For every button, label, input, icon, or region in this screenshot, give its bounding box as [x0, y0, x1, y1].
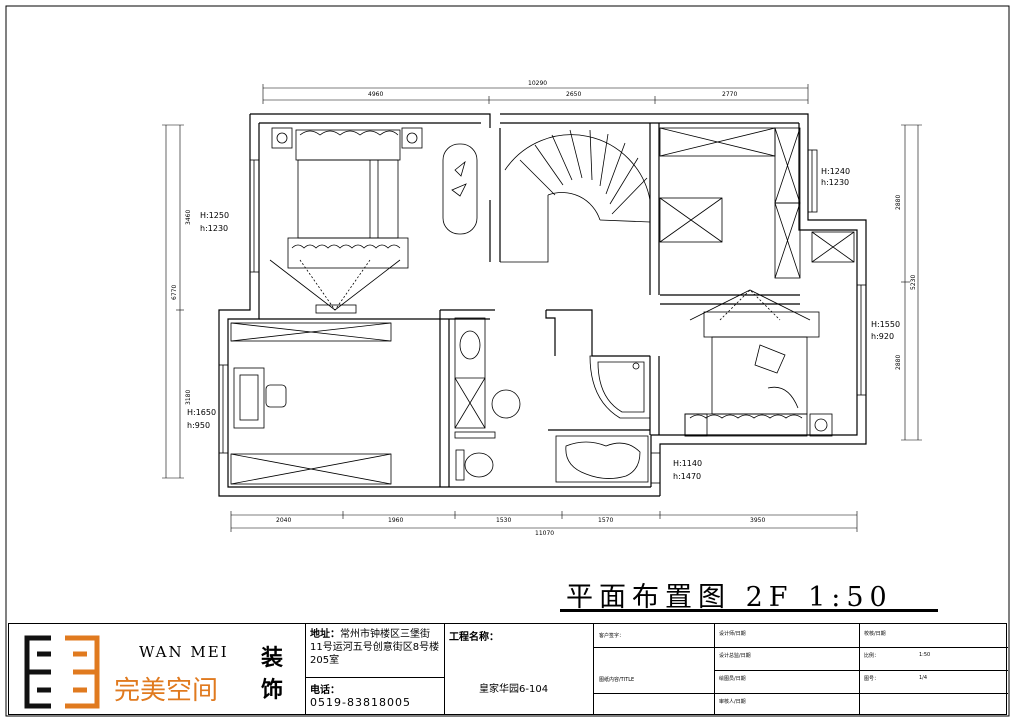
brand-name-cn: 完美空间 [114, 676, 219, 706]
dim-top-seg-2: 2650 [566, 91, 581, 98]
dim-bottom-seg-4: 1570 [598, 517, 613, 524]
staircase [500, 129, 651, 263]
master-bedroom [269, 127, 478, 314]
dim-left-seg-2: 3180 [185, 390, 192, 405]
dim-top-seg-1: 4960 [368, 91, 383, 98]
title-block: WAN MEI 完美空间 装 饰 地址：常州市钟楼区三堡街 11号运河五号创意街… [8, 623, 1008, 715]
wardrobe-room [659, 127, 855, 279]
sheet-label: 图号： [864, 676, 880, 682]
project-name: 皇家华园6-104 [479, 684, 549, 695]
address-line-3: 205室 [310, 655, 340, 666]
window-label-rm-2: h:920 [871, 332, 894, 341]
window-label-tr-2: h:1230 [821, 178, 849, 187]
auditor-date: 审核人/日期 [719, 699, 746, 705]
dim-right-seg-3: 5230 [910, 275, 917, 290]
window-label-ll-1: H:1650 [187, 408, 216, 417]
dim-bottom-seg-5: 3950 [750, 517, 765, 524]
window-label-lu-1: H:1250 [200, 211, 229, 220]
drawing-frame [5, 5, 1010, 717]
address-text: 常州市钟楼区三堡街 [340, 629, 430, 640]
window-label-lu-2: h:1230 [200, 224, 228, 233]
phone-number: 0519-83818005 [310, 696, 411, 709]
windows [218, 149, 867, 484]
project-label: 工程名称： [449, 632, 499, 643]
address-line-2: 11号运河五号创意街区8号楼 [310, 642, 440, 653]
sheet-value: 1/4 [919, 675, 928, 681]
drawing-title: 平面布置图 2F 1:50 [566, 582, 893, 613]
dimension-lines [162, 84, 922, 532]
second-bedroom [684, 289, 833, 437]
window-label-ll-2: h:950 [187, 421, 210, 430]
dim-right-seg-2: 2880 [895, 355, 902, 370]
study-room [230, 322, 392, 485]
client-sign-label: 客户签字： [599, 633, 625, 639]
brand-logo-icon [24, 635, 100, 709]
dim-top-total: 10290 [528, 80, 547, 87]
drafter-date: 绘图员/日期 [719, 676, 746, 682]
dim-bottom-total: 11070 [535, 530, 554, 537]
dim-left-seg-1: 3460 [185, 210, 192, 225]
dim-bottom-seg-2: 1960 [388, 517, 403, 524]
brand-zh-1: 装 [261, 646, 284, 671]
designer-date: 设计师/日期 [719, 631, 746, 637]
brand-name-en: WAN MEI [139, 643, 229, 661]
scale-label: 比例： [864, 653, 880, 659]
brand-zh-2: 饰 [261, 678, 284, 703]
window-label-b-1: H:1140 [673, 459, 702, 468]
dim-top-seg-3: 2770 [722, 91, 737, 98]
bathroom [454, 317, 651, 483]
address-label: 地址： [310, 629, 340, 640]
supervisor-date: 设计总监/日期 [719, 653, 751, 659]
check-date: 校核/日期 [864, 631, 886, 637]
window-label-tr-1: H:1240 [821, 167, 850, 176]
drawing-content-label: 图纸内容/TITLE [599, 677, 635, 683]
scale-value: 1:50 [919, 652, 931, 658]
dim-right-seg-1: 2880 [895, 195, 902, 210]
window-label-b-2: h:1470 [673, 472, 701, 481]
address-block: 地址：常州市钟楼区三堡街 11号运河五号创意街区8号楼 205室 [310, 628, 442, 667]
dim-bottom-seg-1: 2040 [276, 517, 291, 524]
dim-bottom-seg-3: 1530 [496, 517, 511, 524]
title-underline [560, 609, 938, 612]
phone-label: 电话： [310, 685, 340, 696]
dim-left-total: 6770 [171, 285, 178, 300]
window-label-rm-1: H:1550 [871, 320, 900, 329]
